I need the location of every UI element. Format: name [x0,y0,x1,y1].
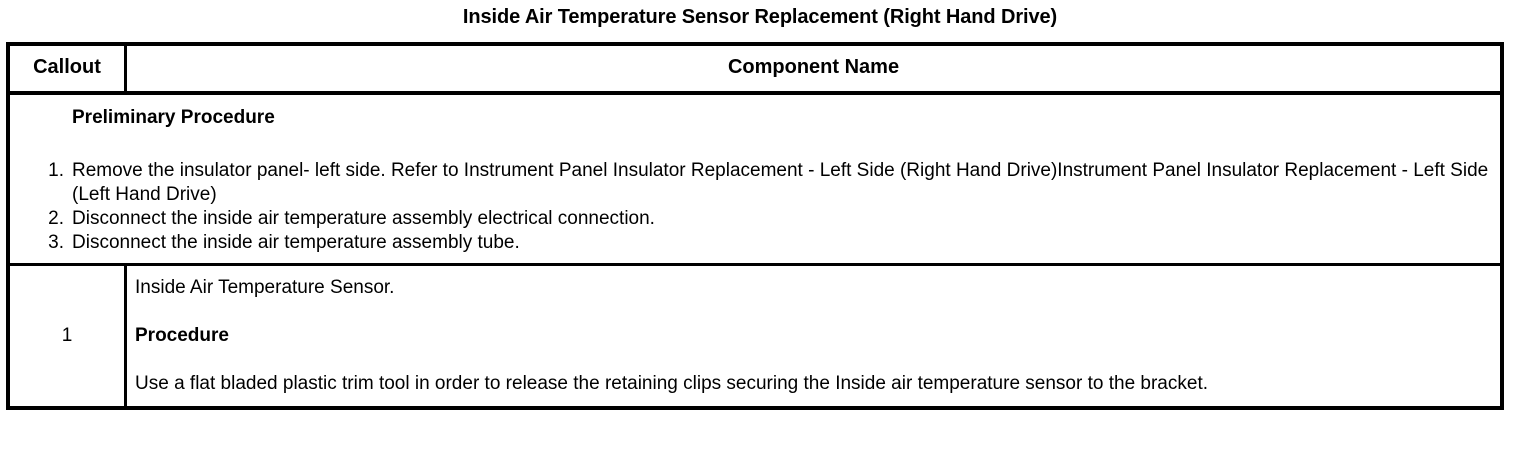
preliminary-procedure-row: Preliminary Procedure Remove the insulat… [10,95,1500,266]
table-row: 1 Inside Air Temperature Sensor. Procedu… [10,266,1500,406]
header-cell-component-name: Component Name [127,46,1500,91]
preliminary-procedure-cell: Preliminary Procedure Remove the insulat… [10,95,1500,263]
procedure-heading: Procedure [135,325,229,346]
list-item: Disconnect the inside air temperature as… [36,207,655,231]
header-component-name-label: Component Name [727,56,900,78]
component-detail-cell: Inside Air Temperature Sensor. Procedure… [127,266,1500,406]
table-header-row: Callout Component Name [10,46,1500,95]
list-item: Remove the insulator panel- left side. R… [36,159,1489,205]
header-cell-callout: Callout [10,46,127,91]
header-callout-label: Callout [33,56,101,78]
component-callout-table: Callout Component Name Preliminary Proce… [6,42,1504,410]
page-title: Inside Air Temperature Sensor Replacemen… [462,6,1058,28]
preliminary-procedure-heading: Preliminary Procedure [72,107,275,128]
component-title: Inside Air Temperature Sensor. [135,277,395,298]
list-item: Disconnect the inside air temperature as… [36,231,520,255]
procedure-text: Use a flat bladed plastic trim tool in o… [135,373,1208,394]
callout-cell: 1 [10,266,127,406]
callout-number: 1 [61,325,73,346]
preliminary-procedure-list: Remove the insulator panel- left side. R… [20,159,1490,255]
